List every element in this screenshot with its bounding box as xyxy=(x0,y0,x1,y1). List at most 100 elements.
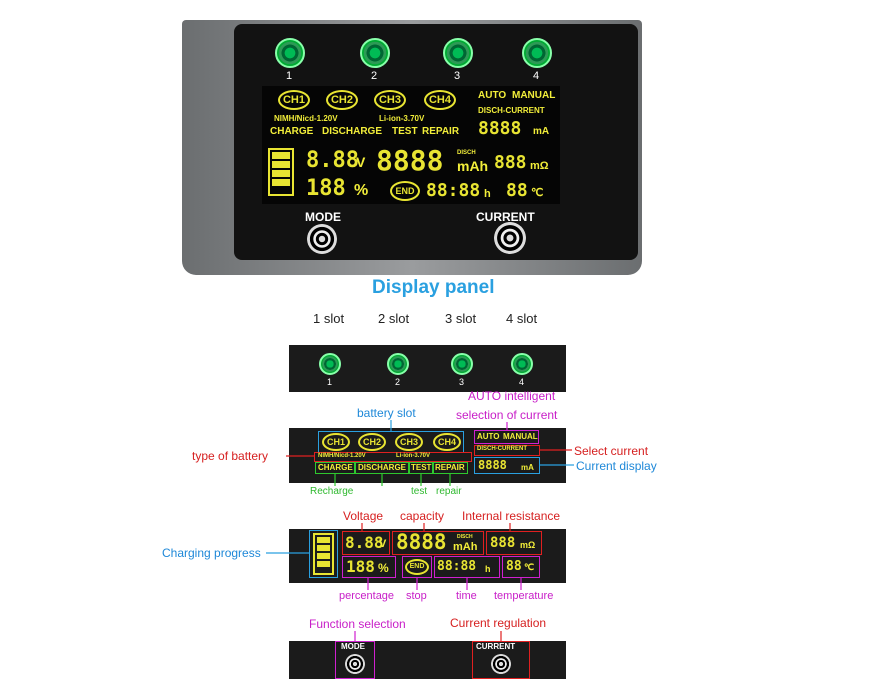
lcd-channel-ch3: CH3 xyxy=(374,90,406,110)
lcd-capacity-digits: 8888 xyxy=(376,144,444,177)
lcd-time-unit: h xyxy=(484,188,491,200)
annotation-test: test xyxy=(411,486,428,497)
lcd-end-indicator: END xyxy=(405,559,429,575)
lcd-mode-repair: REPAIR xyxy=(435,463,465,472)
lcd-percent-digits: 188 xyxy=(346,557,375,576)
mode-button[interactable] xyxy=(345,654,365,674)
annotation-type-of-battery: type of battery xyxy=(192,449,269,463)
lcd-percent-digits: 188 xyxy=(306,176,346,201)
lcd-mode-test: TEST xyxy=(411,463,432,472)
lcd-disch-current: DISCH-CURRENT xyxy=(478,106,545,115)
slot-3-indicator xyxy=(443,38,473,68)
lcd-resistance-digits: 888 xyxy=(494,152,527,173)
annotation-select-current: Select current xyxy=(574,444,649,458)
capacity-highlight xyxy=(392,531,484,555)
slot-4-indicator xyxy=(511,353,533,375)
annotation-auto-intelligent: AUTO intelligent xyxy=(468,389,556,403)
lcd-capacity-digits: 8888 xyxy=(396,530,447,554)
lcd-channel-ch4: CH4 xyxy=(424,90,456,110)
slot-number: 3 xyxy=(459,377,465,387)
slot-2-indicator xyxy=(387,353,409,375)
lcd-channel-ch1: CH1 xyxy=(322,433,350,451)
lcd-channel-ch4: CH4 xyxy=(433,433,461,451)
annotation-percentage: percentage xyxy=(339,590,395,602)
lcd-auto: AUTO xyxy=(477,432,500,441)
lcd-manual: MANUAL xyxy=(503,432,538,441)
lcd-temp-digits: 88 xyxy=(506,559,522,574)
time-highlight xyxy=(434,556,500,578)
current-button[interactable] xyxy=(494,222,526,254)
annotation-battery-slot: battery slot xyxy=(357,406,416,420)
lcd-voltage-unit: V xyxy=(379,538,387,550)
annotation-charging-progress: Charging progress xyxy=(162,546,261,560)
lcd-nimh-label: NIMH/Nicd-1.20V xyxy=(318,453,366,459)
lcd-percent-unit: % xyxy=(378,561,389,575)
battery-icon xyxy=(313,533,334,575)
lcd-time-unit: h xyxy=(485,564,491,574)
lcd-voltage-digits: 8.88 xyxy=(306,148,359,173)
charging-progress-highlight xyxy=(309,530,338,578)
mode-button-highlight xyxy=(335,641,375,679)
slot-label: 2 slot xyxy=(378,311,410,326)
lcd-disch-label: DISCH xyxy=(457,534,473,540)
lcd-disch-current: DISCH-CURRENT xyxy=(477,446,527,452)
annotation-repair: repair xyxy=(436,486,462,497)
lcd-resistance-unit: mΩ xyxy=(520,540,536,550)
slot-number: 1 xyxy=(327,377,333,387)
voltage-highlight xyxy=(342,531,390,555)
stop-highlight xyxy=(402,556,432,578)
lcd-liion-label: Li-ion-3.70V xyxy=(379,114,425,123)
lcd-mode-charge: CHARGE xyxy=(270,126,314,137)
disch-current-highlight xyxy=(474,445,540,456)
lcd-percent-unit: % xyxy=(354,182,369,199)
lcd-voltage-unit: V xyxy=(356,154,366,170)
lcd-auto: AUTO xyxy=(478,90,507,101)
lcd-liion-label: Li-ion-3.70V xyxy=(396,453,431,459)
slot-number: 2 xyxy=(395,377,401,387)
slot-number: 3 xyxy=(454,70,461,82)
lcd-current-digits: 8888 xyxy=(478,118,522,139)
annotation-current-regulation: Current regulation xyxy=(450,616,547,630)
mode-repair-highlight xyxy=(433,462,468,474)
mode-button[interactable] xyxy=(307,224,337,254)
slot-1-indicator xyxy=(319,353,341,375)
current-button[interactable] xyxy=(491,654,511,674)
lcd-mode-discharge: DISCHARGE xyxy=(358,463,407,472)
lcd-mode-discharge: DISCHARGE xyxy=(322,126,383,137)
annotation-temperature: temperature xyxy=(494,590,554,602)
slot-4-indicator xyxy=(522,38,552,68)
lcd-mode-repair: REPAIR xyxy=(422,126,460,137)
lcd-voltage-digits: 8.88 xyxy=(345,533,384,552)
slot-1-indicator xyxy=(275,38,305,68)
slot-label: 1 slot xyxy=(313,311,345,326)
slot-2-indicator xyxy=(360,38,390,68)
internal-resistance-highlight xyxy=(486,531,542,555)
current-display-highlight xyxy=(474,457,540,474)
lcd-channel-ch3: CH3 xyxy=(395,433,423,451)
lcd-current-unit: mA xyxy=(533,126,550,137)
lcd-temp-digits: 88 xyxy=(506,180,528,201)
lcd-resistance-unit: mΩ xyxy=(530,160,549,172)
mode-discharge-highlight xyxy=(355,462,409,474)
lcd-channel-ch1: CH1 xyxy=(278,90,310,110)
diagram-title: Display panel xyxy=(372,277,495,298)
current-button-label: CURRENT xyxy=(476,210,535,224)
mode-button-label: MODE xyxy=(305,210,341,224)
lcd-channel-ch2: CH2 xyxy=(326,90,358,110)
slot-label: 3 slot xyxy=(445,311,477,326)
lcd-temp-unit: ℃ xyxy=(524,562,535,572)
lcd-manual: MANUAL xyxy=(512,90,556,101)
annotation-recharge: Recharge xyxy=(310,486,354,497)
lcd-end-indicator: END xyxy=(390,181,420,201)
slot-number: 4 xyxy=(519,377,525,387)
lcd-time-digits: 88:88 xyxy=(437,559,477,574)
temperature-highlight xyxy=(502,556,540,578)
annotation-time: time xyxy=(456,590,477,602)
lcd-time-digits: 88:88 xyxy=(426,180,481,201)
annotation-selection-of-current: selection of current xyxy=(456,408,558,422)
lcd-current-unit: mA xyxy=(521,463,534,472)
annotation-function-selection: Function selection xyxy=(309,617,406,631)
current-button-highlight xyxy=(472,641,530,679)
slot-number: 1 xyxy=(286,70,293,82)
